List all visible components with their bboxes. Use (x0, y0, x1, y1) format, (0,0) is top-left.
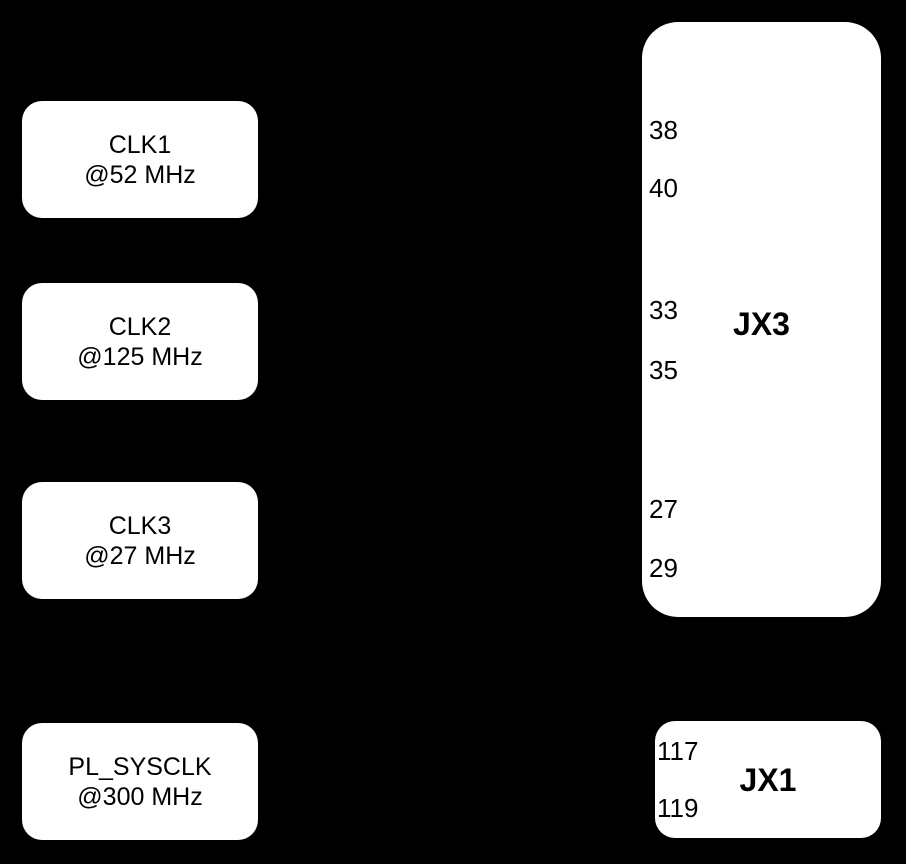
clock-frequency: @125 MHz (77, 342, 203, 371)
connector-label: JX3 (733, 306, 790, 342)
pin-number: 119 (657, 793, 699, 823)
clock-source-box-clk3: CLK3 @27 MHz (22, 482, 258, 599)
clock-source-box-clk1: CLK1 @52 MHz (22, 101, 258, 218)
clock-frequency: @27 MHz (84, 541, 196, 570)
pin-number: 33 (649, 295, 678, 325)
pin-number: 40 (649, 173, 678, 203)
pin-number: 117 (657, 736, 699, 766)
clock-name: CLK1 (108, 130, 172, 159)
clock-name: CLK2 (108, 312, 172, 341)
pin-number: 38 (649, 115, 678, 145)
connector-box-jx3: 38 40 33 35 27 29 JX3 (642, 22, 881, 617)
clock-source-box-clk2: CLK2 @125 MHz (22, 283, 258, 400)
clock-name: PL_SYSCLK (68, 752, 212, 781)
connector-label: JX1 (739, 762, 797, 798)
pin-number: 27 (649, 494, 678, 524)
clock-name: CLK3 (108, 511, 172, 540)
connector-box-jx1: 117 119 JX1 (655, 721, 881, 838)
clock-frequency: @52 MHz (84, 160, 196, 189)
pin-number: 29 (649, 553, 678, 583)
pin-number: 35 (649, 355, 678, 385)
clock-source-box-pl-sysclk: PL_SYSCLK @300 MHz (22, 723, 258, 840)
clock-frequency: @300 MHz (77, 782, 203, 811)
